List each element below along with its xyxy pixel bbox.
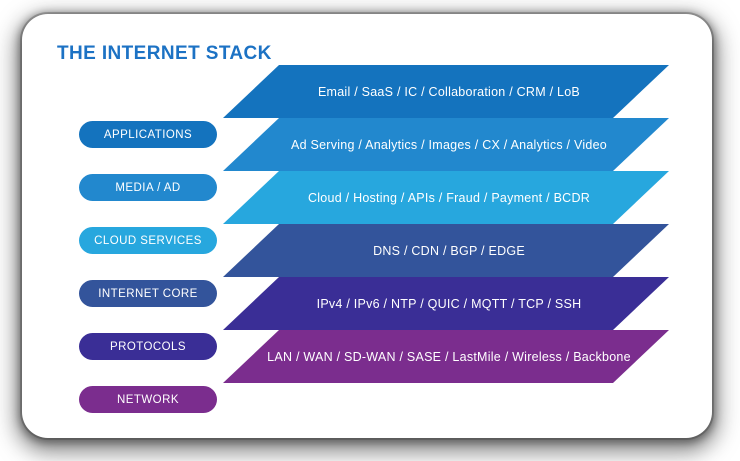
layer-pill-media-ad[interactable]: MEDIA / AD bbox=[79, 174, 217, 201]
band-items-label: Cloud / Hosting / APIs / Fraud / Payment… bbox=[308, 190, 590, 205]
band-shape bbox=[223, 118, 669, 171]
layer-pill-applications[interactable]: APPLICATIONS bbox=[79, 121, 217, 148]
layer-pill-label: APPLICATIONS bbox=[103, 128, 193, 141]
band-items-label: Email / SaaS / IC / Collaboration / CRM … bbox=[317, 84, 581, 99]
stack-band-internet-core[interactable]: DNS / CDN / BGP / EDGE bbox=[223, 224, 669, 277]
band-shape bbox=[223, 224, 669, 277]
band-shape bbox=[223, 65, 669, 118]
stack-band-protocols[interactable]: IPv4 / IPv6 / NTP / QUIC / MQTT / TCP / … bbox=[223, 277, 669, 330]
layer-pill-cloud-services[interactable]: CLOUD SERVICES bbox=[79, 227, 217, 254]
layer-pill-protocols[interactable]: PROTOCOLS bbox=[79, 333, 217, 360]
band-shape bbox=[223, 277, 669, 330]
stack-band-network[interactable]: LAN / WAN / SD-WAN / SASE / LastMile / W… bbox=[223, 330, 669, 383]
band-items-label: DNS / CDN / BGP / EDGE bbox=[373, 243, 525, 258]
internet-stack-diagram: Email / SaaS / IC / Collaboration / CRM … bbox=[22, 14, 712, 438]
stack-band-cloud-services[interactable]: Cloud / Hosting / APIs / Fraud / Payment… bbox=[223, 171, 669, 224]
page-title: THE INTERNET STACK bbox=[57, 43, 272, 64]
layer-pill-network[interactable]: NETWORK bbox=[79, 386, 217, 413]
stack-band-media-ad[interactable]: Ad Serving / Analytics / Images / CX / A… bbox=[223, 118, 669, 171]
layer-pill-label: INTERNET CORE bbox=[98, 287, 198, 300]
layer-pill-label: PROTOCOLS bbox=[109, 340, 187, 353]
layer-pill-label: CLOUD SERVICES bbox=[94, 234, 202, 247]
band-shape bbox=[223, 171, 669, 224]
band-items-label: Ad Serving / Analytics / Images / CX / A… bbox=[291, 137, 607, 152]
band-items-label: IPv4 / IPv6 / NTP / QUIC / MQTT / TCP / … bbox=[316, 296, 582, 311]
band-items-label: LAN / WAN / SD-WAN / SASE / LastMile / W… bbox=[267, 349, 631, 364]
layer-pill-label: MEDIA / AD bbox=[115, 181, 181, 194]
layer-pill-label: NETWORK bbox=[117, 393, 179, 406]
layer-pill-internet-core[interactable]: INTERNET CORE bbox=[79, 280, 217, 307]
band-shape bbox=[223, 330, 669, 383]
diagram-card: THE INTERNET STACK Email / SaaS / IC / C… bbox=[22, 14, 712, 438]
stack-band-applications[interactable]: Email / SaaS / IC / Collaboration / CRM … bbox=[223, 65, 669, 118]
